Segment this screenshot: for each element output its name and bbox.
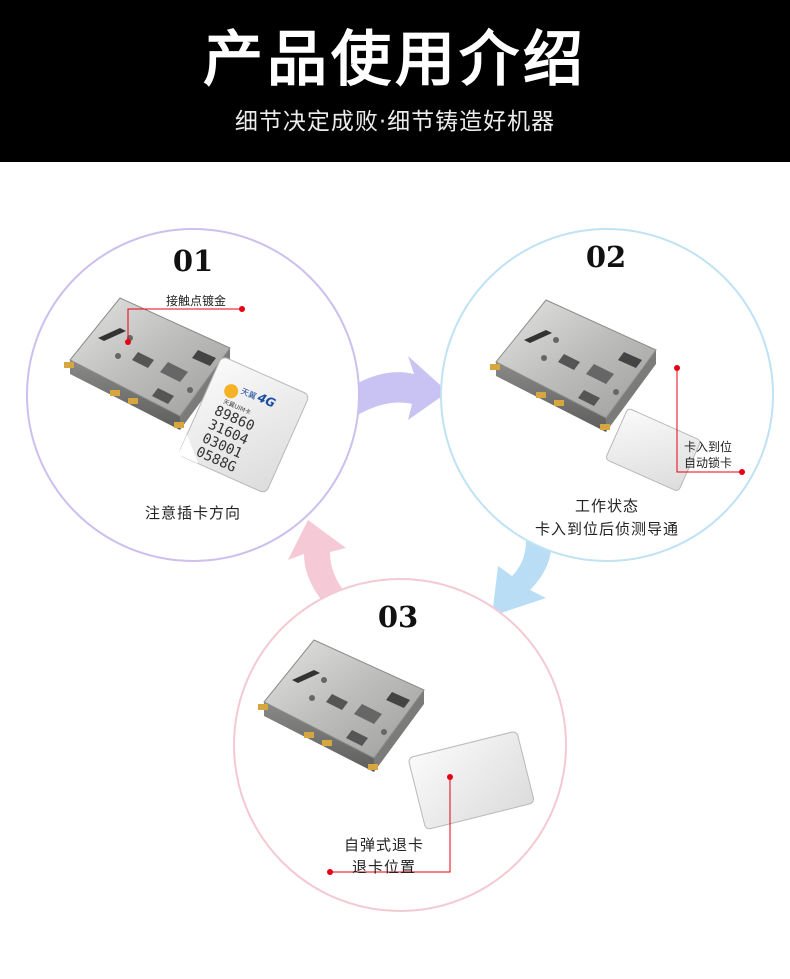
header-banner: 产品使用介绍 细节决定成败·细节铸造好机器 (0, 0, 790, 162)
step2-caption-line2: 卡入到位后侦测导通 (534, 520, 679, 538)
step3-caption-line1: 自弹式退卡 (343, 836, 424, 854)
step1-caption: 注意插卡方向 (144, 504, 241, 522)
step-number-3: 03 (377, 600, 419, 634)
step2-caption-line1: 工作状态 (574, 497, 639, 515)
step3-caption-line2: 退卡位置 (351, 858, 416, 876)
sim-network: 4G (255, 390, 278, 411)
page-subtitle: 细节决定成败·细节铸造好机器 (234, 109, 556, 135)
arrow-purple (356, 356, 448, 420)
arrow-pink (288, 520, 348, 608)
step1-callout: 接触点镀金 (166, 294, 227, 308)
sim-card-inserted (606, 408, 701, 491)
arrow-blue (492, 540, 552, 616)
step2-callout-line1: 卡入到位 (684, 440, 733, 454)
sim-card (178, 357, 309, 493)
sim-card-ejected (408, 731, 535, 830)
step-number-2: 02 (585, 240, 627, 274)
step2-callout-line2: 自动锁卡 (684, 456, 733, 470)
page-title: 产品使用介绍 (203, 25, 587, 95)
sim-brand: 天翼 (239, 386, 258, 402)
step-number-1: 01 (172, 244, 214, 278)
